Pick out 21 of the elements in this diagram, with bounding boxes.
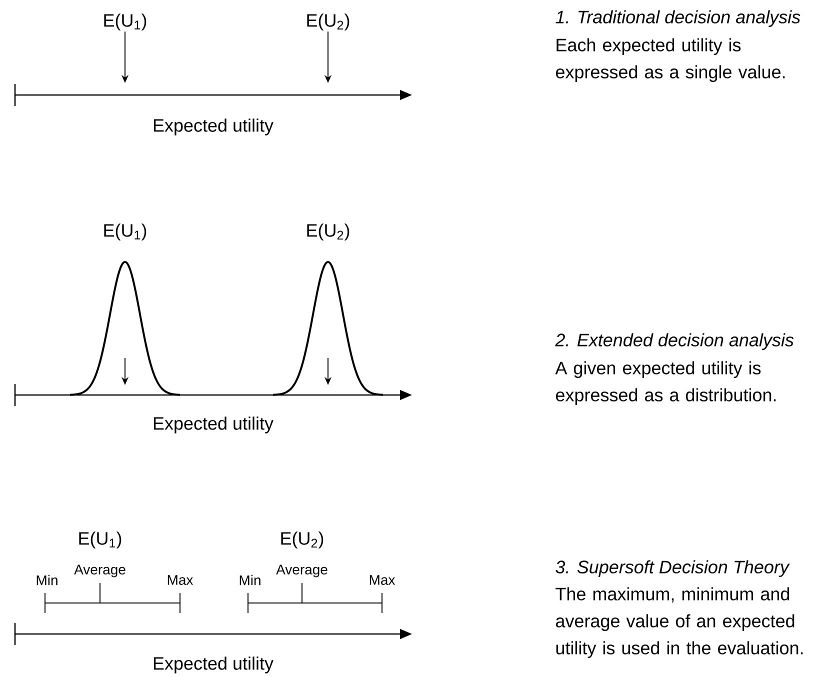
panel-description: A given expected utility is expressed as a distribution.	[555, 361, 776, 405]
panel-heading: 3. Supersoft Decision Theory	[556, 560, 790, 577]
value-label: E(U$_{1}$)	[79, 532, 122, 548]
range-label: Max	[168, 575, 194, 585]
value-label: E(U$_{1}$)	[104, 224, 146, 240]
axis-label: Expected utility	[154, 118, 274, 136]
panel-heading: 2. Extended decision analysis	[555, 333, 794, 350]
range-label: Min	[240, 574, 260, 586]
range-label: Max	[370, 575, 396, 585]
value-label: E(U$_{2}$)	[281, 532, 324, 548]
range-label: Average	[74, 564, 126, 578]
panel-description: Each expected utility is expressed as a single value.	[556, 38, 785, 82]
value-label: E(U$_{2}$)	[307, 14, 350, 30]
panel-description: The maximum, minimum and average value of an expected utility is used in the evaluation.	[556, 587, 803, 658]
value-label: E(U$_{2}$)	[307, 224, 350, 240]
axis-label: Expected utility	[154, 656, 274, 674]
value-label: E(U$_{1}$)	[104, 14, 146, 30]
range-label: Min	[36, 574, 58, 586]
range-label: Average	[276, 564, 328, 578]
panel-heading: 1. Traditional decision analysis	[556, 10, 800, 27]
axis-label: Expected utility	[154, 416, 274, 434]
